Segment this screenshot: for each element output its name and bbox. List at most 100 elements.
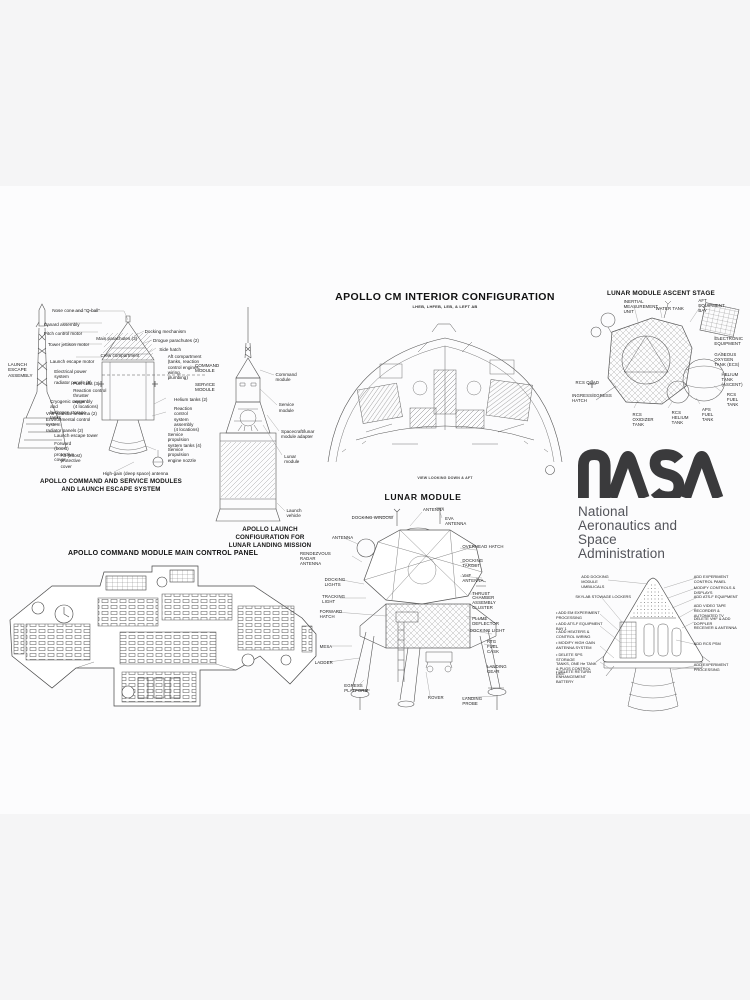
callout-label: Helium tanks (2) [174, 397, 208, 402]
cm-interior-diagram: APOLLO CM INTERIOR CONFIGURATION LHEB, L… [322, 290, 568, 498]
callout-label: ADD EXPERIMENT CONTROL PANEL [693, 574, 729, 584]
skylab-csm-diagram: ADD DOCKING MODULE UMBILICALS SKYLAB STOW… [556, 570, 750, 722]
callout-label: ANTENNA [331, 534, 354, 540]
callout-label: Canard assembly [43, 322, 80, 327]
callout-label: Aft compartment (tanks, reaction control… [167, 354, 202, 381]
callout-label: Service propulsion system tanks (4) [167, 432, 202, 448]
callout-label: Electrical power system radiator panels … [54, 369, 92, 385]
callout-label: ELECTRONIC EQUIPMENT [714, 335, 744, 346]
csm-les-diagram: APOLLO COMMAND AND SERVICE MODULES AND L… [6, 300, 220, 500]
cm-interior-subtitle: LHEB, LHFEB, LEB, & LEFT AB [412, 304, 478, 309]
callout-label: EVA ANTENNA [445, 516, 467, 527]
callout-label: • MODIFY HIGH GAIN ANTENNA SYSTEM [556, 640, 595, 651]
callout-label: RENDEZVOUS RADAR ANTENNA [300, 551, 331, 566]
callout-label: High-gain (deep space) antenna [102, 471, 169, 476]
callout-label: Spacecraft/lunar module adapter [281, 429, 315, 440]
callout-label: RCS FUEL TANK [726, 391, 739, 407]
lunar-module-diagram: LUNAR MODULE [300, 486, 546, 718]
callout-label: TRACKING LIGHT [322, 594, 346, 604]
lm-ascent-art [588, 300, 740, 409]
callout-label: RCS HELIUM TANK [671, 410, 689, 425]
callout-label: WATER TANK [655, 306, 684, 311]
callout-label: VHF ANTENNA [462, 573, 484, 584]
callout-label: Pitch control motor [43, 331, 83, 336]
callout-label: INERTIAL MEASUREMENT UNIT [623, 299, 659, 315]
callout-label: ADD VIDEO TAPE RECORDER & AUTOMATED TV [693, 603, 727, 618]
callout-label: • ADD HEATERS & CONTROL WIRING [556, 629, 591, 639]
callout-label: VHF scimitar antenna (2) [45, 411, 97, 416]
callout-label: SKYLAB STOWAGE LOCKERS [575, 594, 631, 600]
callout-label: Command module [275, 371, 297, 382]
callout-label: ADD DOCKING MODULE UMBILICALS [581, 574, 609, 589]
callout-label: MESA [319, 643, 333, 649]
callout-label: DOCKING LIGHTS [324, 576, 346, 587]
callout-label: ROVER [427, 694, 444, 700]
launch-configuration-art [215, 307, 286, 522]
callout-label: Fuel cells (3) [73, 381, 100, 386]
callout-label: PLUME DEFLECTOR [472, 616, 500, 627]
callout-label: ADD ATS-F EQUIPMENT [693, 594, 738, 600]
callout-label: RTG FUEL CASK [486, 639, 500, 655]
cm-interior-title: APOLLO CM INTERIOR CONFIGURATION [335, 291, 555, 303]
callout-label: DOCKING LIGHT [469, 627, 505, 633]
callout-label: Aft (boost) protective cover [60, 453, 82, 469]
callout-label: ADD RCS PSM [693, 641, 721, 647]
callout-label: Main parachutes (3) [96, 336, 138, 341]
callout-label: HELIUM TANK (ASCENT) [721, 372, 743, 387]
callout-label: Cryogenic oxygen and hydrogen storage ta… [50, 399, 87, 420]
callout-label: LANDING PROBE [462, 696, 483, 707]
callout-label: Launch vehicle [286, 507, 302, 518]
callout-label: LAUNCH ESCAPE ASSEMBLY [8, 362, 33, 378]
callout-label: ANTENNA [423, 507, 445, 513]
callout-label: DOCKING WINDOW [351, 515, 394, 521]
cm-interior-art [327, 323, 563, 475]
callout-label: Reaction control system assembly (4 loca… [174, 406, 200, 433]
csm-caption: APOLLO COMMAND AND SERVICE MODULES AND L… [40, 478, 182, 494]
callout-label: DOCKING TARGET [462, 558, 484, 569]
csm-les-art [17, 303, 206, 473]
callout-label: Lunar module [284, 453, 300, 464]
callout-label: DELETE VHF & ADD DOPPLER RECEIVER & ANTE… [693, 616, 737, 631]
launch-configuration-diagram: APOLLO LAUNCH CONFIGURATION FOR LUNAR LA… [215, 303, 325, 550]
lm-ascent-title: LUNAR MODULE ASCENT STAGE [607, 290, 715, 297]
callout-label: Nose cone and "Q-ball" [52, 308, 100, 313]
callout-label: ADD EXPERIMENT PROCESSING [693, 662, 729, 673]
callout-label: AFT EQUIPMENT BAY [698, 297, 725, 313]
callout-label: Drogue parachutes (2) [153, 338, 199, 343]
callout-label: Side hatch [159, 347, 182, 352]
callout-label: LADDER [314, 660, 333, 666]
callout-label: FORWARD HATCH [319, 609, 343, 620]
callout-label: Launch escape motor [50, 359, 95, 364]
callout-label: Tower jettison motor [48, 342, 90, 347]
nasa-worm-logo-icon [578, 449, 724, 498]
callout-label: Environmental control system radiator pa… [45, 417, 91, 433]
callout-label: SERVICE MODULE [195, 382, 216, 393]
control-panel-art [9, 565, 317, 707]
main-control-panel-diagram: APOLLO COMMAND MODULE MAIN CONTROL PANEL [2, 546, 324, 722]
callout-label: Reaction control thruster assembly (4 lo… [73, 388, 107, 409]
callout-label: Launch escape tower [54, 433, 98, 438]
callout-label: LANDING GEAR [486, 663, 507, 674]
callout-label: Forward (boost) protective cover [54, 441, 75, 462]
callout-label: Service propulsion engine nozzle [167, 447, 197, 463]
launch-configuration-caption: APOLLO LAUNCH CONFIGURATION FOR LUNAR LA… [228, 525, 312, 550]
callout-label: • DELETE RETURN ENHANCEMENT BATTERY [556, 669, 591, 684]
callout-label: RCS OXIDIZER TANK [632, 411, 654, 427]
lunar-module-title: LUNAR MODULE [384, 492, 462, 502]
callout-label: APS FUEL TANK [701, 407, 714, 422]
callout-label: COMMAND MODULE [195, 363, 220, 374]
callout-label: THRUST CHAMBER ASSEMBLY CLUSTER [472, 590, 496, 611]
nasa-agency-name: National Aeronautics and Space Administr… [578, 504, 678, 562]
callout-label: EGRESS PLATFORM [344, 683, 369, 694]
poster-sheet [0, 186, 750, 814]
callout-label: MODIFY CONTROLS & DISPLAYS [693, 584, 736, 595]
cm-interior-footnote: VIEW LOOKING DOWN & AFT [417, 476, 473, 480]
callout-label: GASEOUS OXYGEN TANK (ECS) [714, 352, 740, 368]
callout-label: Docking mechanism [144, 329, 186, 334]
callout-label: • ADD EM EXPERIMENT PROCESSING [556, 610, 600, 620]
emblem-icon [545, 465, 555, 475]
callout-label: • ADD ATS-F EQUIPMENT BAY 1 [556, 621, 603, 632]
callout-label: Crew compartment [100, 353, 140, 358]
callout-label: RCS QUAD [575, 379, 600, 385]
